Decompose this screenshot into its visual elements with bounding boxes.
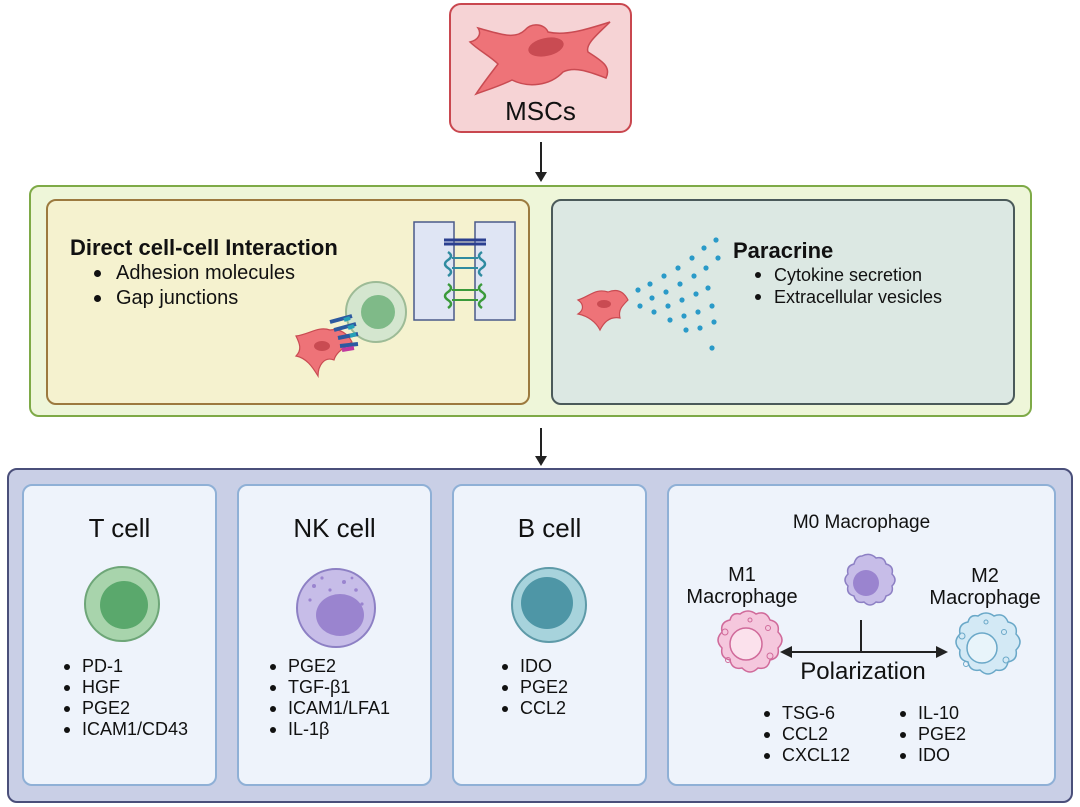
- m1-label-line1: M1: [728, 564, 756, 586]
- list-item: PGE2: [898, 724, 966, 745]
- bcell-title: B cell: [517, 513, 582, 543]
- bcell-list: IDO PGE2 CCL2: [500, 656, 568, 719]
- m1-macrophage-icon: [717, 610, 783, 673]
- list-item: ICAM1/CD43: [62, 719, 188, 740]
- list-item: Cytokine secretion: [750, 264, 942, 286]
- list-item: IDO: [898, 745, 966, 766]
- list-item: PGE2: [62, 698, 188, 719]
- m2-macrophage-icon: [955, 612, 1021, 675]
- list-item: Adhesion molecules: [88, 261, 295, 286]
- list-item: IDO: [500, 656, 568, 677]
- list-item: PD-1: [62, 656, 188, 677]
- direct-interaction-title: Direct cell-cell Interaction: [70, 235, 338, 260]
- paracrine-panel: [551, 199, 1015, 405]
- m2-marker-list: IL-10 PGE2 IDO: [898, 703, 966, 766]
- tcell-list: PD-1 HGF PGE2 ICAM1/CD43: [62, 656, 188, 740]
- list-item: HGF: [62, 677, 188, 698]
- tcell-icon: [84, 566, 160, 642]
- gap-junction-icon: [413, 221, 516, 321]
- vesicles-icon: [635, 237, 721, 351]
- list-item: PGE2: [268, 656, 390, 677]
- polarization-arrows: [780, 620, 948, 658]
- list-item: IL-1β: [268, 719, 390, 740]
- m2-label-line2: Macrophage: [929, 587, 1041, 609]
- m0-macrophage-icon: [844, 553, 896, 606]
- direct-interaction-list: Adhesion molecules Gap junctions: [88, 261, 295, 311]
- list-item: ICAM1/LFA1: [268, 698, 390, 719]
- bcell-icon: [511, 567, 587, 643]
- bcell-card: [452, 484, 647, 786]
- m0-macrophage-label: M0 Macrophage: [792, 512, 931, 533]
- list-item: Gap junctions: [88, 286, 295, 311]
- nkcell-list: PGE2 TGF-β1 ICAM1/LFA1 IL-1β: [268, 656, 390, 740]
- list-item: CXCL12: [762, 745, 850, 766]
- paracrine-list: Cytokine secretion Extracellular vesicle…: [750, 264, 942, 308]
- list-item: PGE2: [500, 677, 568, 698]
- list-item: CCL2: [762, 724, 850, 745]
- list-item: CCL2: [500, 698, 568, 719]
- m2-macrophage-label: M2 Macrophage: [915, 565, 1055, 609]
- m1-macrophage-label: M1 Macrophage: [672, 564, 812, 608]
- nkcell-icon: [296, 568, 376, 648]
- cell-contact-icon: [294, 281, 407, 379]
- paracrine-title: Paracrine: [733, 238, 834, 263]
- m2-label-line1: M2: [971, 565, 999, 587]
- list-item: TSG-6: [762, 703, 850, 724]
- m1-marker-list: TSG-6 CCL2 CXCL12: [762, 703, 850, 766]
- msc-label: MSCs: [505, 96, 576, 126]
- paracrine-cell-icon: [576, 289, 629, 332]
- polarization-label: Polarization: [800, 658, 926, 685]
- list-item: Extracellular vesicles: [750, 286, 942, 308]
- list-item: TGF-β1: [268, 677, 390, 698]
- list-item: IL-10: [898, 703, 966, 724]
- msc-cell-icon: [468, 21, 611, 96]
- nkcell-title: NK cell: [293, 513, 376, 543]
- m1-label-line2: Macrophage: [686, 586, 798, 608]
- tcell-title: T cell: [88, 513, 151, 543]
